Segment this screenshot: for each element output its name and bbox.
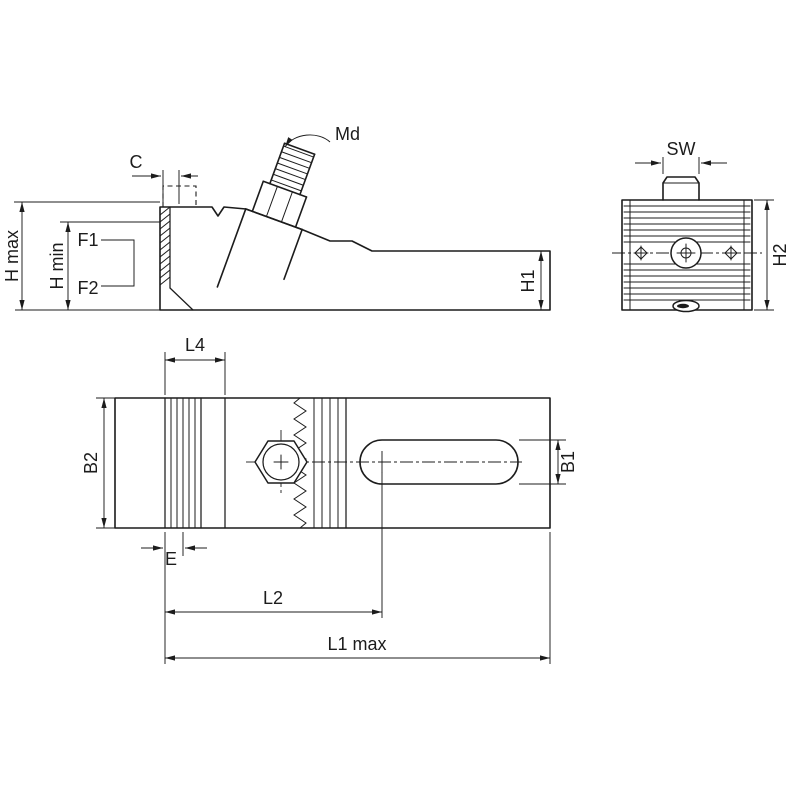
plan-body-outline: [114, 397, 551, 529]
clamp-screw-assembly: [216, 142, 316, 288]
label-c: C: [130, 152, 143, 172]
dim-h2: H2: [754, 199, 790, 311]
label-f2: F2: [77, 278, 98, 298]
label-b1: B1: [558, 451, 578, 473]
plan-block-lines: [313, 397, 347, 529]
dim-h-max: H max: [2, 201, 160, 310]
dim-l2: L2: [165, 472, 383, 618]
bottom-oval-detail: [672, 299, 700, 313]
label-sw: SW: [667, 139, 696, 159]
label-b2: B2: [81, 452, 101, 474]
label-md: Md: [335, 124, 360, 144]
label-h1: H1: [518, 269, 538, 292]
dim-l4: L4: [164, 335, 226, 395]
serrated-face: [159, 206, 194, 311]
torque-arrow-icon: [284, 134, 331, 148]
label-l4: L4: [185, 335, 205, 355]
label-h-min: H min: [47, 242, 67, 289]
label-h-max: H max: [2, 230, 22, 282]
hex-bolt: [254, 440, 308, 484]
dim-h-min: H min: [47, 221, 160, 310]
label-e: E: [165, 549, 177, 569]
screw-collar: [251, 180, 308, 228]
plan-jaw-lines: [164, 397, 226, 529]
side-body-outline: [159, 206, 551, 311]
right-position-mark: [723, 245, 739, 261]
label-l1-max: L1 max: [327, 634, 386, 654]
force-annotation: F1 F2: [77, 230, 135, 298]
left-position-mark: [633, 245, 649, 261]
torque-annotation: Md: [284, 124, 360, 148]
label-l2: L2: [263, 588, 283, 608]
label-h2: H2: [770, 243, 790, 266]
dim-c: C: [130, 152, 198, 204]
label-f1: F1: [77, 230, 98, 250]
slot-outline: [359, 439, 519, 485]
end-view: SW H2: [612, 139, 790, 313]
dim-e: E: [141, 532, 207, 664]
hidden-thread-pocket: [162, 185, 197, 207]
screw-head-tab: [662, 176, 700, 201]
center-bore: [670, 237, 702, 269]
side-view: Md C H max H min F1 F2: [2, 124, 551, 311]
dim-b2: B2: [81, 397, 117, 529]
plan-view: L4 B2 B1 E L2: [81, 335, 578, 664]
dim-h1: H1: [518, 251, 544, 310]
dim-sw: SW: [635, 139, 727, 174]
dim-b1: B1: [519, 439, 578, 485]
dim-l1-max: L1 max: [165, 532, 551, 664]
